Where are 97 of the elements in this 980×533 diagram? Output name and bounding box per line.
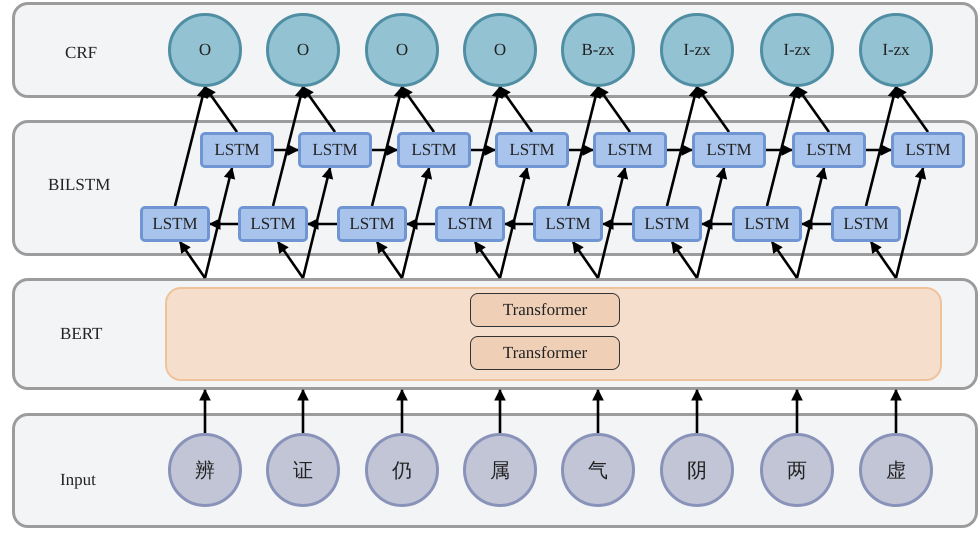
arrow	[471, 144, 496, 156]
arrow	[566, 86, 602, 206]
tag-circle: I-zx	[660, 13, 734, 87]
arrow	[208, 218, 238, 230]
lstm-box: LSTM	[533, 206, 603, 242]
layer-panel	[12, 2, 978, 98]
layer-panel	[12, 413, 978, 528]
arrow	[596, 86, 632, 133]
lstm-box: LSTM	[238, 206, 308, 242]
lstm-box: LSTM	[495, 132, 569, 168]
arrow	[468, 86, 504, 206]
arrow	[791, 388, 803, 433]
character-circle: 虚	[859, 433, 933, 507]
arrow	[204, 166, 236, 278]
arrow	[376, 241, 404, 279]
tag-circle: O	[266, 13, 340, 87]
lstm-box: LSTM	[435, 206, 505, 242]
arrow	[572, 241, 600, 279]
arrow	[204, 86, 238, 133]
arrow	[700, 218, 732, 230]
arrow	[174, 86, 208, 206]
arrow	[302, 86, 336, 133]
character-circle: 证	[266, 433, 340, 507]
bert-block	[165, 287, 942, 381]
character-circle: 气	[561, 433, 635, 507]
lstm-box: LSTM	[692, 132, 766, 168]
arrow	[504, 218, 533, 230]
tag-circle: I-zx	[760, 13, 834, 87]
arrow	[766, 144, 794, 156]
character-circle: 两	[760, 433, 834, 507]
arrow	[696, 166, 728, 278]
transformer-box: Transformer	[470, 293, 620, 327]
arrow	[494, 388, 506, 433]
arrow	[666, 86, 700, 206]
arrow	[592, 388, 604, 433]
lstm-box: LSTM	[792, 132, 866, 168]
character-circle: 阴	[660, 433, 734, 507]
arrow	[800, 218, 831, 230]
arrow	[596, 166, 628, 278]
tag-circle: B-zx	[561, 13, 635, 87]
arrow	[569, 144, 594, 156]
arrow	[890, 388, 902, 433]
character-circle: 辨	[168, 433, 242, 507]
arrow	[864, 86, 900, 206]
arrow	[474, 241, 502, 279]
arrow	[870, 241, 898, 279]
arrow	[498, 86, 534, 133]
arrow	[894, 86, 930, 133]
arrow	[667, 144, 694, 156]
arrow	[766, 86, 800, 206]
layer-label: BILSTM	[48, 175, 110, 195]
arrow	[796, 86, 830, 133]
arrow	[894, 166, 926, 278]
arrow	[400, 86, 436, 133]
arrow	[696, 86, 730, 133]
arrow	[306, 218, 337, 230]
tag-circle: O	[365, 13, 439, 87]
layer-label: BERT	[60, 324, 102, 344]
arrow	[796, 166, 828, 278]
tag-circle: I-zx	[859, 13, 933, 87]
arrow	[406, 218, 435, 230]
arrow	[396, 388, 408, 433]
arrow	[602, 218, 632, 230]
arrow	[178, 241, 206, 279]
character-circle: 属	[463, 433, 537, 507]
tag-circle: O	[168, 13, 242, 87]
arrow	[276, 241, 304, 279]
arrow	[302, 166, 334, 278]
lstm-box: LSTM	[632, 206, 702, 242]
transformer-box: Transformer	[470, 336, 620, 370]
arrow	[297, 388, 309, 433]
arrow	[866, 144, 892, 156]
tag-circle: O	[463, 13, 537, 87]
arrow	[670, 241, 698, 279]
lstm-box: LSTM	[891, 132, 965, 168]
lstm-box: LSTM	[397, 132, 471, 168]
arrow	[770, 241, 798, 279]
lstm-box: LSTM	[593, 132, 667, 168]
lstm-box: LSTM	[200, 132, 274, 168]
layer-panel	[12, 120, 978, 256]
lstm-box: LSTM	[337, 206, 407, 242]
arrow	[498, 166, 530, 278]
arrow	[272, 86, 306, 206]
layer-panel	[12, 278, 978, 390]
arrow	[370, 86, 406, 206]
arrow	[274, 144, 300, 156]
lstm-box: LSTM	[732, 206, 802, 242]
arrow	[372, 144, 398, 156]
lstm-box: LSTM	[298, 132, 372, 168]
layer-label: Input	[60, 470, 96, 490]
arrow	[691, 388, 703, 433]
character-circle: 仍	[365, 433, 439, 507]
arrow	[400, 166, 432, 278]
arrow	[199, 388, 211, 433]
lstm-box: LSTM	[140, 206, 210, 242]
lstm-box: LSTM	[831, 206, 901, 242]
layer-label: CRF	[65, 43, 98, 63]
